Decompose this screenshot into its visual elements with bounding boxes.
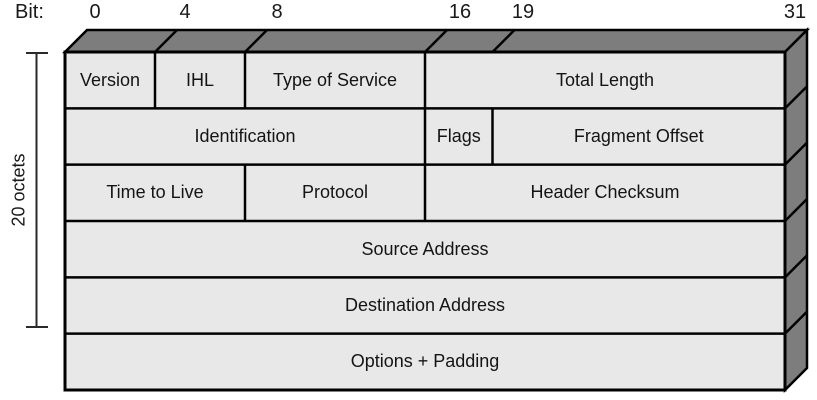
top-bevel-diagonal-bit16 xyxy=(424,29,448,53)
bit-tick-4: 4 xyxy=(179,1,191,23)
bit-tick-19: 19 xyxy=(511,1,535,23)
top-bevel-diagonal-bit19 xyxy=(491,29,516,53)
octets-label: 20 octets xyxy=(8,153,29,227)
top-bevel-diagonal-bit4 xyxy=(154,29,178,53)
right-bevel-diagonal-row3 xyxy=(784,198,808,222)
right-bevel-diagonal-row2 xyxy=(784,141,808,166)
bit-tick-16: 16 xyxy=(448,1,472,23)
right-bevel-diagonal-row4 xyxy=(784,254,808,279)
bit-axis-title: Bit: xyxy=(15,1,44,23)
bit-tick-8: 8 xyxy=(271,1,283,23)
bit-tick-31: 31 xyxy=(783,1,807,23)
right-bevel-diagonal-row1 xyxy=(784,85,808,110)
top-bevel-diagonal-bit8 xyxy=(244,29,268,53)
bit-tick-0: 0 xyxy=(89,1,101,23)
octets-bracket xyxy=(26,52,48,328)
right-bevel-diagonal-row5 xyxy=(784,310,808,335)
